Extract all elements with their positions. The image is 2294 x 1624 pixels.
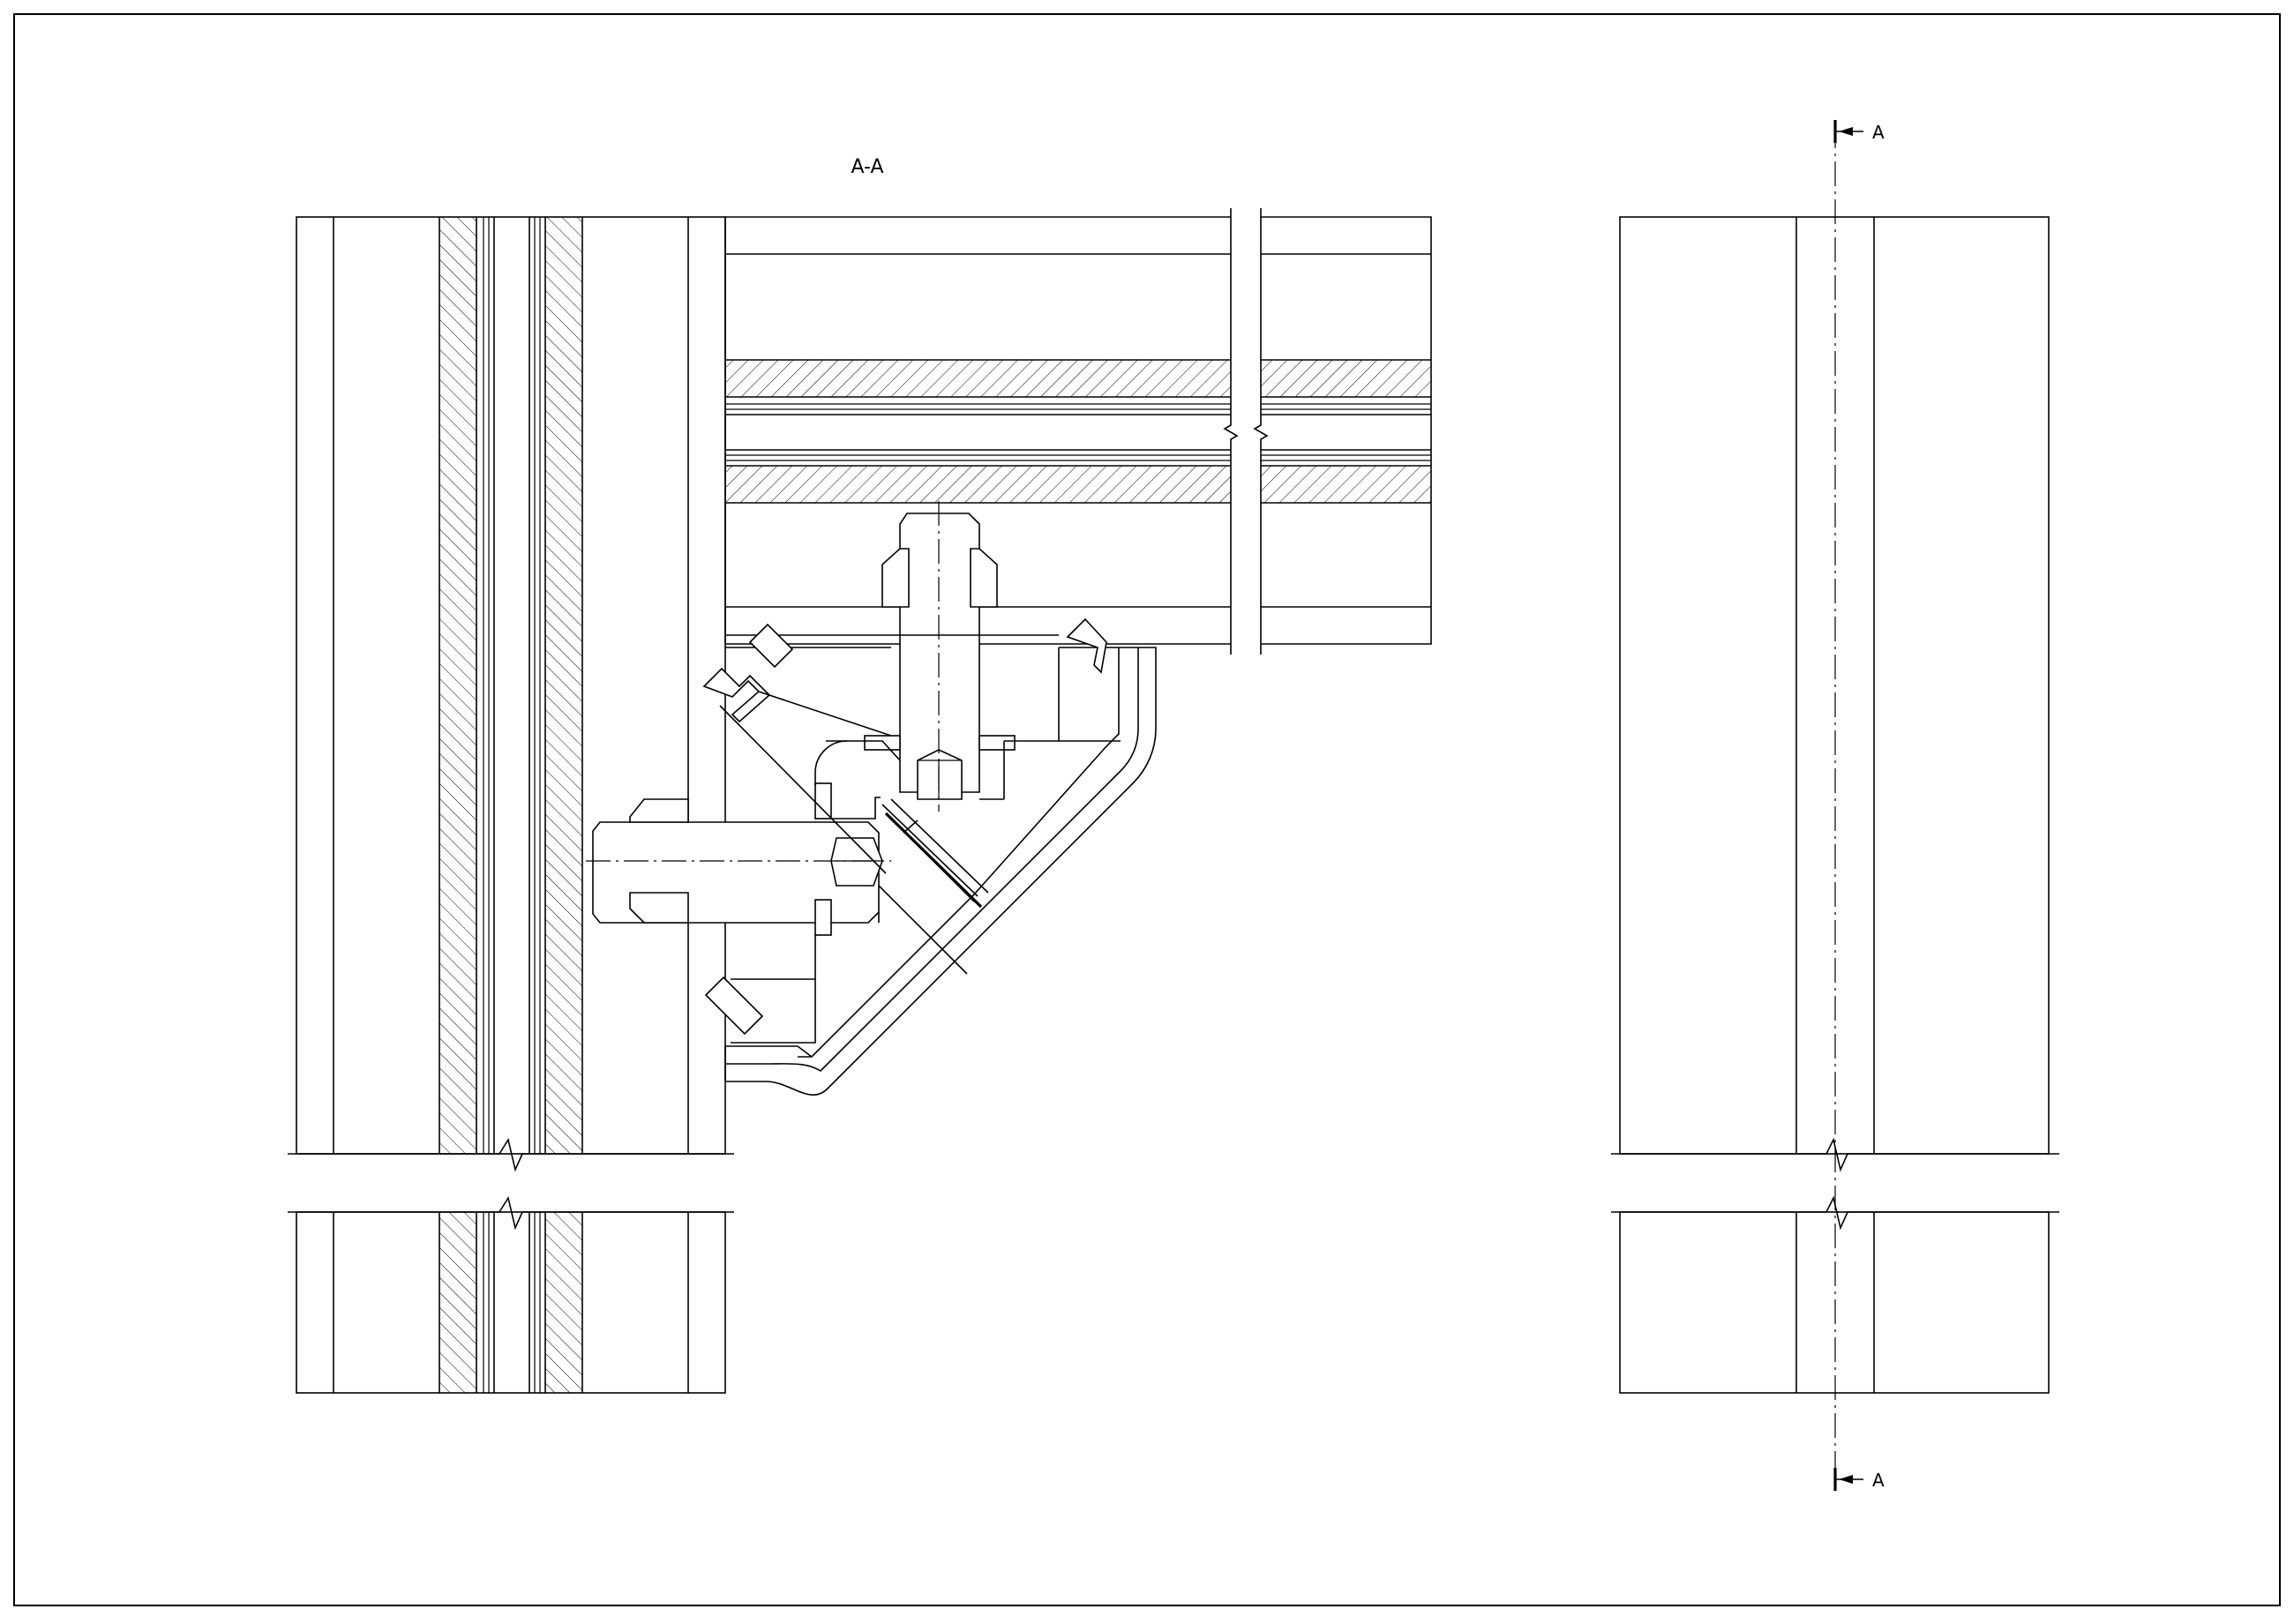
section-title: A-A (851, 156, 883, 178)
glass-pane-hatch-4 (545, 1212, 582, 1393)
glass-pane-hatch-6 (725, 466, 1431, 503)
sheet-border (13, 13, 2281, 1606)
glass-pane-hatch-2 (545, 217, 582, 1154)
corner-connector-assembly (586, 501, 1157, 1096)
glass-pane-hatch-5 (725, 360, 1431, 397)
horizontal-transom-profile (724, 208, 1432, 655)
glass-pane-hatch-3 (439, 1212, 476, 1393)
glass-pane-hatch-1 (439, 217, 476, 1154)
elevation-view: A A (1611, 120, 2059, 1491)
section-marker-top: A (1872, 122, 1885, 143)
section-marker-bottom: A (1872, 1470, 1885, 1491)
